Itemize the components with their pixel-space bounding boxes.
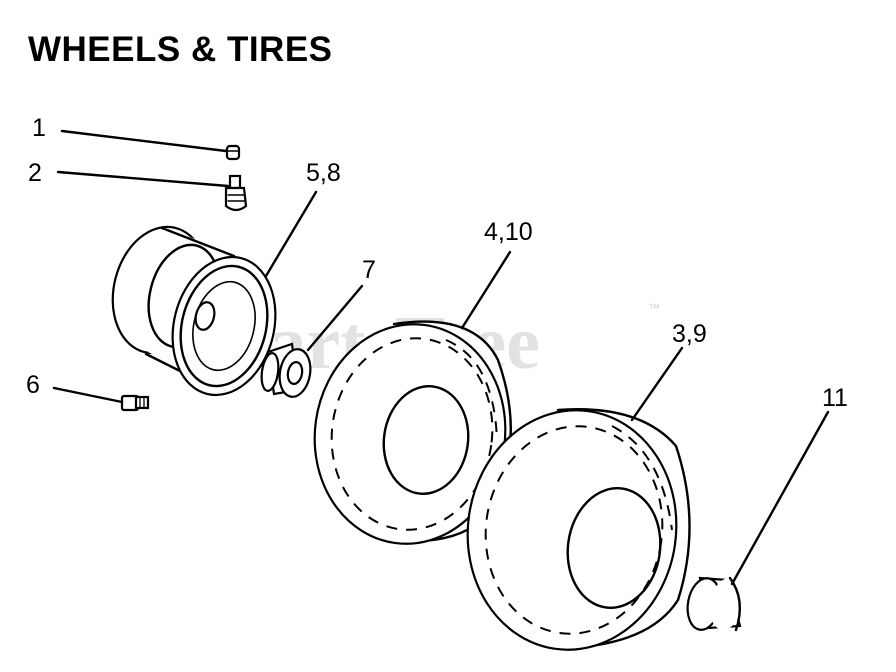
leader-4-10 <box>460 250 512 330</box>
callout-7: 7 <box>362 256 376 284</box>
part-hub-cap[interactable] <box>684 576 747 633</box>
callout-2: 2 <box>28 159 42 187</box>
callout-3-9: 3,9 <box>672 320 707 348</box>
part-bushing[interactable] <box>259 342 314 399</box>
callout-1: 1 <box>32 114 46 142</box>
part-valve-stem[interactable] <box>224 174 248 212</box>
part-tire-rear[interactable] <box>452 397 691 664</box>
part-wheel-rim[interactable] <box>100 217 290 406</box>
callout-5-8: 5,8 <box>306 159 341 187</box>
leader-7 <box>306 284 364 352</box>
leader-1 <box>60 129 228 153</box>
leader-3-9 <box>630 346 684 422</box>
leader-2 <box>56 170 230 188</box>
diagram-title: WHEELS & TIRES <box>28 30 333 69</box>
callout-6: 6 <box>26 371 40 399</box>
leader-6 <box>52 386 124 404</box>
callout-11: 11 <box>822 384 848 412</box>
watermark-trademark: ™ <box>648 301 660 315</box>
callout-4-10: 4,10 <box>484 218 533 246</box>
leader-5-8 <box>264 190 318 278</box>
leader-11 <box>730 410 830 586</box>
part-bolt[interactable] <box>120 394 150 412</box>
part-valve-cap[interactable] <box>225 144 241 161</box>
